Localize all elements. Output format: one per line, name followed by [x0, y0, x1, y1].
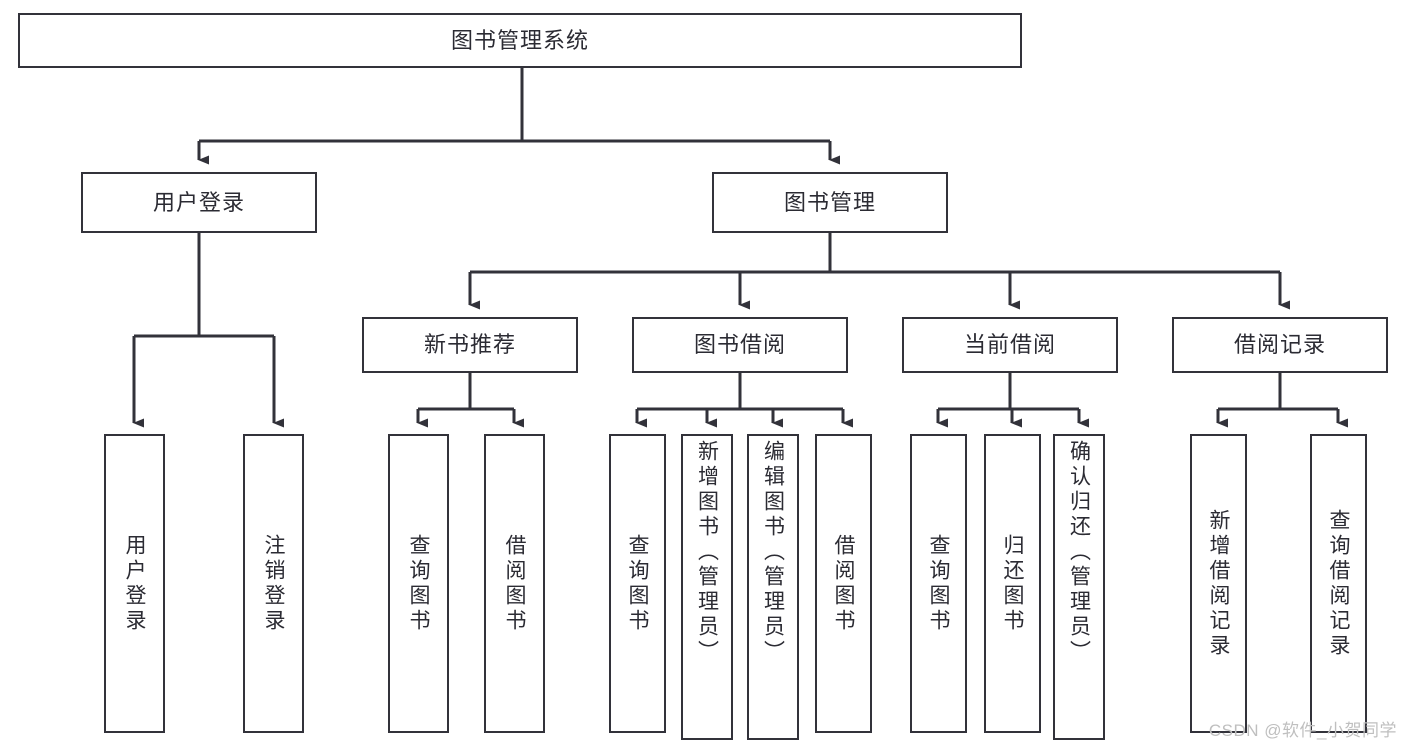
node-leaf-query-borrow-record-label: 查询借阅记录 — [1327, 508, 1350, 659]
node-user-login[interactable]: 用户登录 — [81, 172, 317, 233]
node-leaf-add-book[interactable]: 新增图书（管理员） — [681, 434, 733, 740]
node-leaf-user-login-label: 用户登录 — [123, 533, 146, 634]
node-leaf-query-book-current-label: 查询图书 — [927, 533, 950, 634]
node-leaf-query-book-borrow-label: 查询图书 — [626, 533, 649, 634]
node-leaf-return-book-label: 归还图书 — [1001, 533, 1024, 634]
node-new-book-recommend[interactable]: 新书推荐 — [362, 317, 578, 373]
node-current-borrow-label: 当前借阅 — [963, 332, 1056, 358]
node-leaf-edit-book[interactable]: 编辑图书（管理员） — [747, 434, 799, 740]
node-leaf-query-book-recommend-label: 查询图书 — [407, 533, 430, 634]
node-leaf-borrow-book-label: 借阅图书 — [832, 533, 855, 634]
node-leaf-query-book-borrow[interactable]: 查询图书 — [609, 434, 666, 733]
node-leaf-query-book-current[interactable]: 查询图书 — [910, 434, 967, 733]
node-borrow-record-label: 借阅记录 — [1233, 332, 1326, 358]
node-leaf-query-borrow-record[interactable]: 查询借阅记录 — [1310, 434, 1367, 733]
node-leaf-confirm-return-label: 确认归还（管理员） — [1067, 440, 1091, 665]
node-leaf-confirm-return[interactable]: 确认归还（管理员） — [1053, 434, 1105, 740]
node-root[interactable]: 图书管理系统 — [18, 13, 1022, 68]
watermark-credit: CSDN @软件_小贺同学 — [1208, 721, 1397, 740]
node-borrow-record[interactable]: 借阅记录 — [1172, 317, 1388, 373]
node-leaf-borrow-book-recommend[interactable]: 借阅图书 — [484, 434, 545, 733]
node-leaf-query-book-recommend[interactable]: 查询图书 — [388, 434, 449, 733]
node-leaf-edit-book-label: 编辑图书（管理员） — [761, 440, 785, 665]
node-leaf-add-book-label: 新增图书（管理员） — [695, 440, 719, 665]
node-leaf-add-borrow-record[interactable]: 新增借阅记录 — [1190, 434, 1247, 733]
node-leaf-user-logout-label: 注销登录 — [262, 533, 285, 634]
node-new-book-recommend-label: 新书推荐 — [423, 332, 516, 358]
node-book-management[interactable]: 图书管理 — [712, 172, 948, 233]
node-book-borrow[interactable]: 图书借阅 — [632, 317, 848, 373]
node-current-borrow[interactable]: 当前借阅 — [902, 317, 1118, 373]
node-leaf-return-book[interactable]: 归还图书 — [984, 434, 1041, 733]
node-leaf-borrow-book-recommend-label: 借阅图书 — [503, 533, 526, 634]
node-leaf-user-logout[interactable]: 注销登录 — [243, 434, 304, 733]
node-book-management-label: 图书管理 — [783, 189, 876, 215]
node-leaf-borrow-book[interactable]: 借阅图书 — [815, 434, 872, 733]
node-leaf-add-borrow-record-label: 新增借阅记录 — [1207, 508, 1230, 659]
node-leaf-user-login[interactable]: 用户登录 — [104, 434, 165, 733]
node-root-label: 图书管理系统 — [450, 27, 589, 53]
node-book-borrow-label: 图书借阅 — [693, 332, 786, 358]
node-user-login-label: 用户登录 — [152, 189, 245, 215]
